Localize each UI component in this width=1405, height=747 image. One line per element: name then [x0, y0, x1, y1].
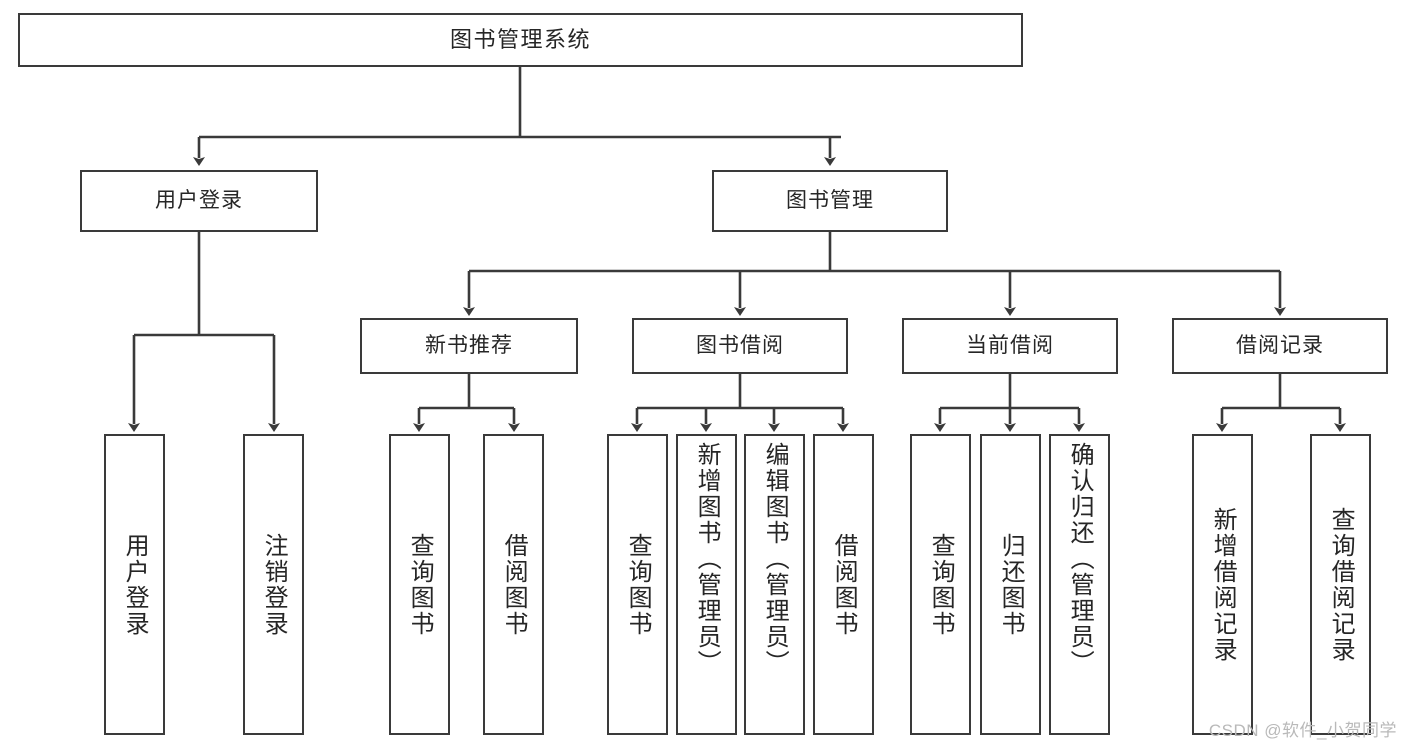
node-leaf-edit-book[interactable]: 编辑图书（管理员）: [744, 434, 805, 735]
node-leaf-borrow-book-1-label: 借阅图书: [500, 532, 528, 637]
node-user-login[interactable]: 用户登录: [80, 170, 318, 232]
node-leaf-borrow-book-2[interactable]: 借阅图书: [813, 434, 874, 735]
node-leaf-query-book-3[interactable]: 查询图书: [910, 434, 971, 735]
node-leaf-query-book-1-label: 查询图书: [406, 532, 434, 637]
node-leaf-return-book-label: 归还图书: [997, 532, 1025, 637]
node-leaf-query-book-2-label: 查询图书: [624, 532, 652, 637]
node-new-book-recommend[interactable]: 新书推荐: [360, 318, 578, 374]
node-leaf-add-book-label: 新增图书（管理员）: [693, 442, 721, 676]
node-new-book-recommend-label: 新书推荐: [425, 333, 513, 357]
node-book-manage-label: 图书管理: [786, 188, 874, 212]
node-leaf-query-book-3-label: 查询图书: [927, 532, 955, 637]
node-leaf-confirm-return[interactable]: 确认归还（管理员）: [1049, 434, 1110, 735]
node-leaf-edit-book-label: 编辑图书（管理员）: [761, 442, 789, 676]
node-current-borrow[interactable]: 当前借阅: [902, 318, 1118, 374]
node-leaf-borrow-book-1[interactable]: 借阅图书: [483, 434, 544, 735]
node-leaf-logout-label: 注销登录: [260, 532, 288, 637]
node-root-system-label: 图书管理系统: [449, 27, 591, 53]
node-leaf-confirm-return-label: 确认归还（管理员）: [1066, 442, 1094, 676]
node-borrow-record-label: 借阅记录: [1236, 333, 1324, 357]
node-borrow-record[interactable]: 借阅记录: [1172, 318, 1388, 374]
node-leaf-query-record-label: 查询借阅记录: [1327, 506, 1355, 663]
node-leaf-query-record[interactable]: 查询借阅记录: [1310, 434, 1371, 735]
node-leaf-user-login[interactable]: 用户登录: [104, 434, 165, 735]
node-leaf-query-book-1[interactable]: 查询图书: [389, 434, 450, 735]
node-leaf-add-book[interactable]: 新增图书（管理员）: [676, 434, 737, 735]
node-leaf-borrow-book-2-label: 借阅图书: [830, 532, 858, 637]
watermark-text: CSDN @软件_小贺同学: [1208, 721, 1397, 740]
node-book-borrow-label: 图书借阅: [696, 333, 784, 357]
node-user-login-label: 用户登录: [155, 188, 243, 212]
node-leaf-add-record-label: 新增借阅记录: [1209, 506, 1237, 663]
node-leaf-query-book-2[interactable]: 查询图书: [607, 434, 668, 735]
node-leaf-user-login-label: 用户登录: [121, 532, 149, 637]
node-root-system[interactable]: 图书管理系统: [18, 13, 1023, 67]
node-leaf-add-record[interactable]: 新增借阅记录: [1192, 434, 1253, 735]
node-leaf-logout[interactable]: 注销登录: [243, 434, 304, 735]
node-book-manage[interactable]: 图书管理: [712, 170, 948, 232]
node-book-borrow[interactable]: 图书借阅: [632, 318, 848, 374]
node-leaf-return-book[interactable]: 归还图书: [980, 434, 1041, 735]
node-current-borrow-label: 当前借阅: [966, 333, 1054, 357]
